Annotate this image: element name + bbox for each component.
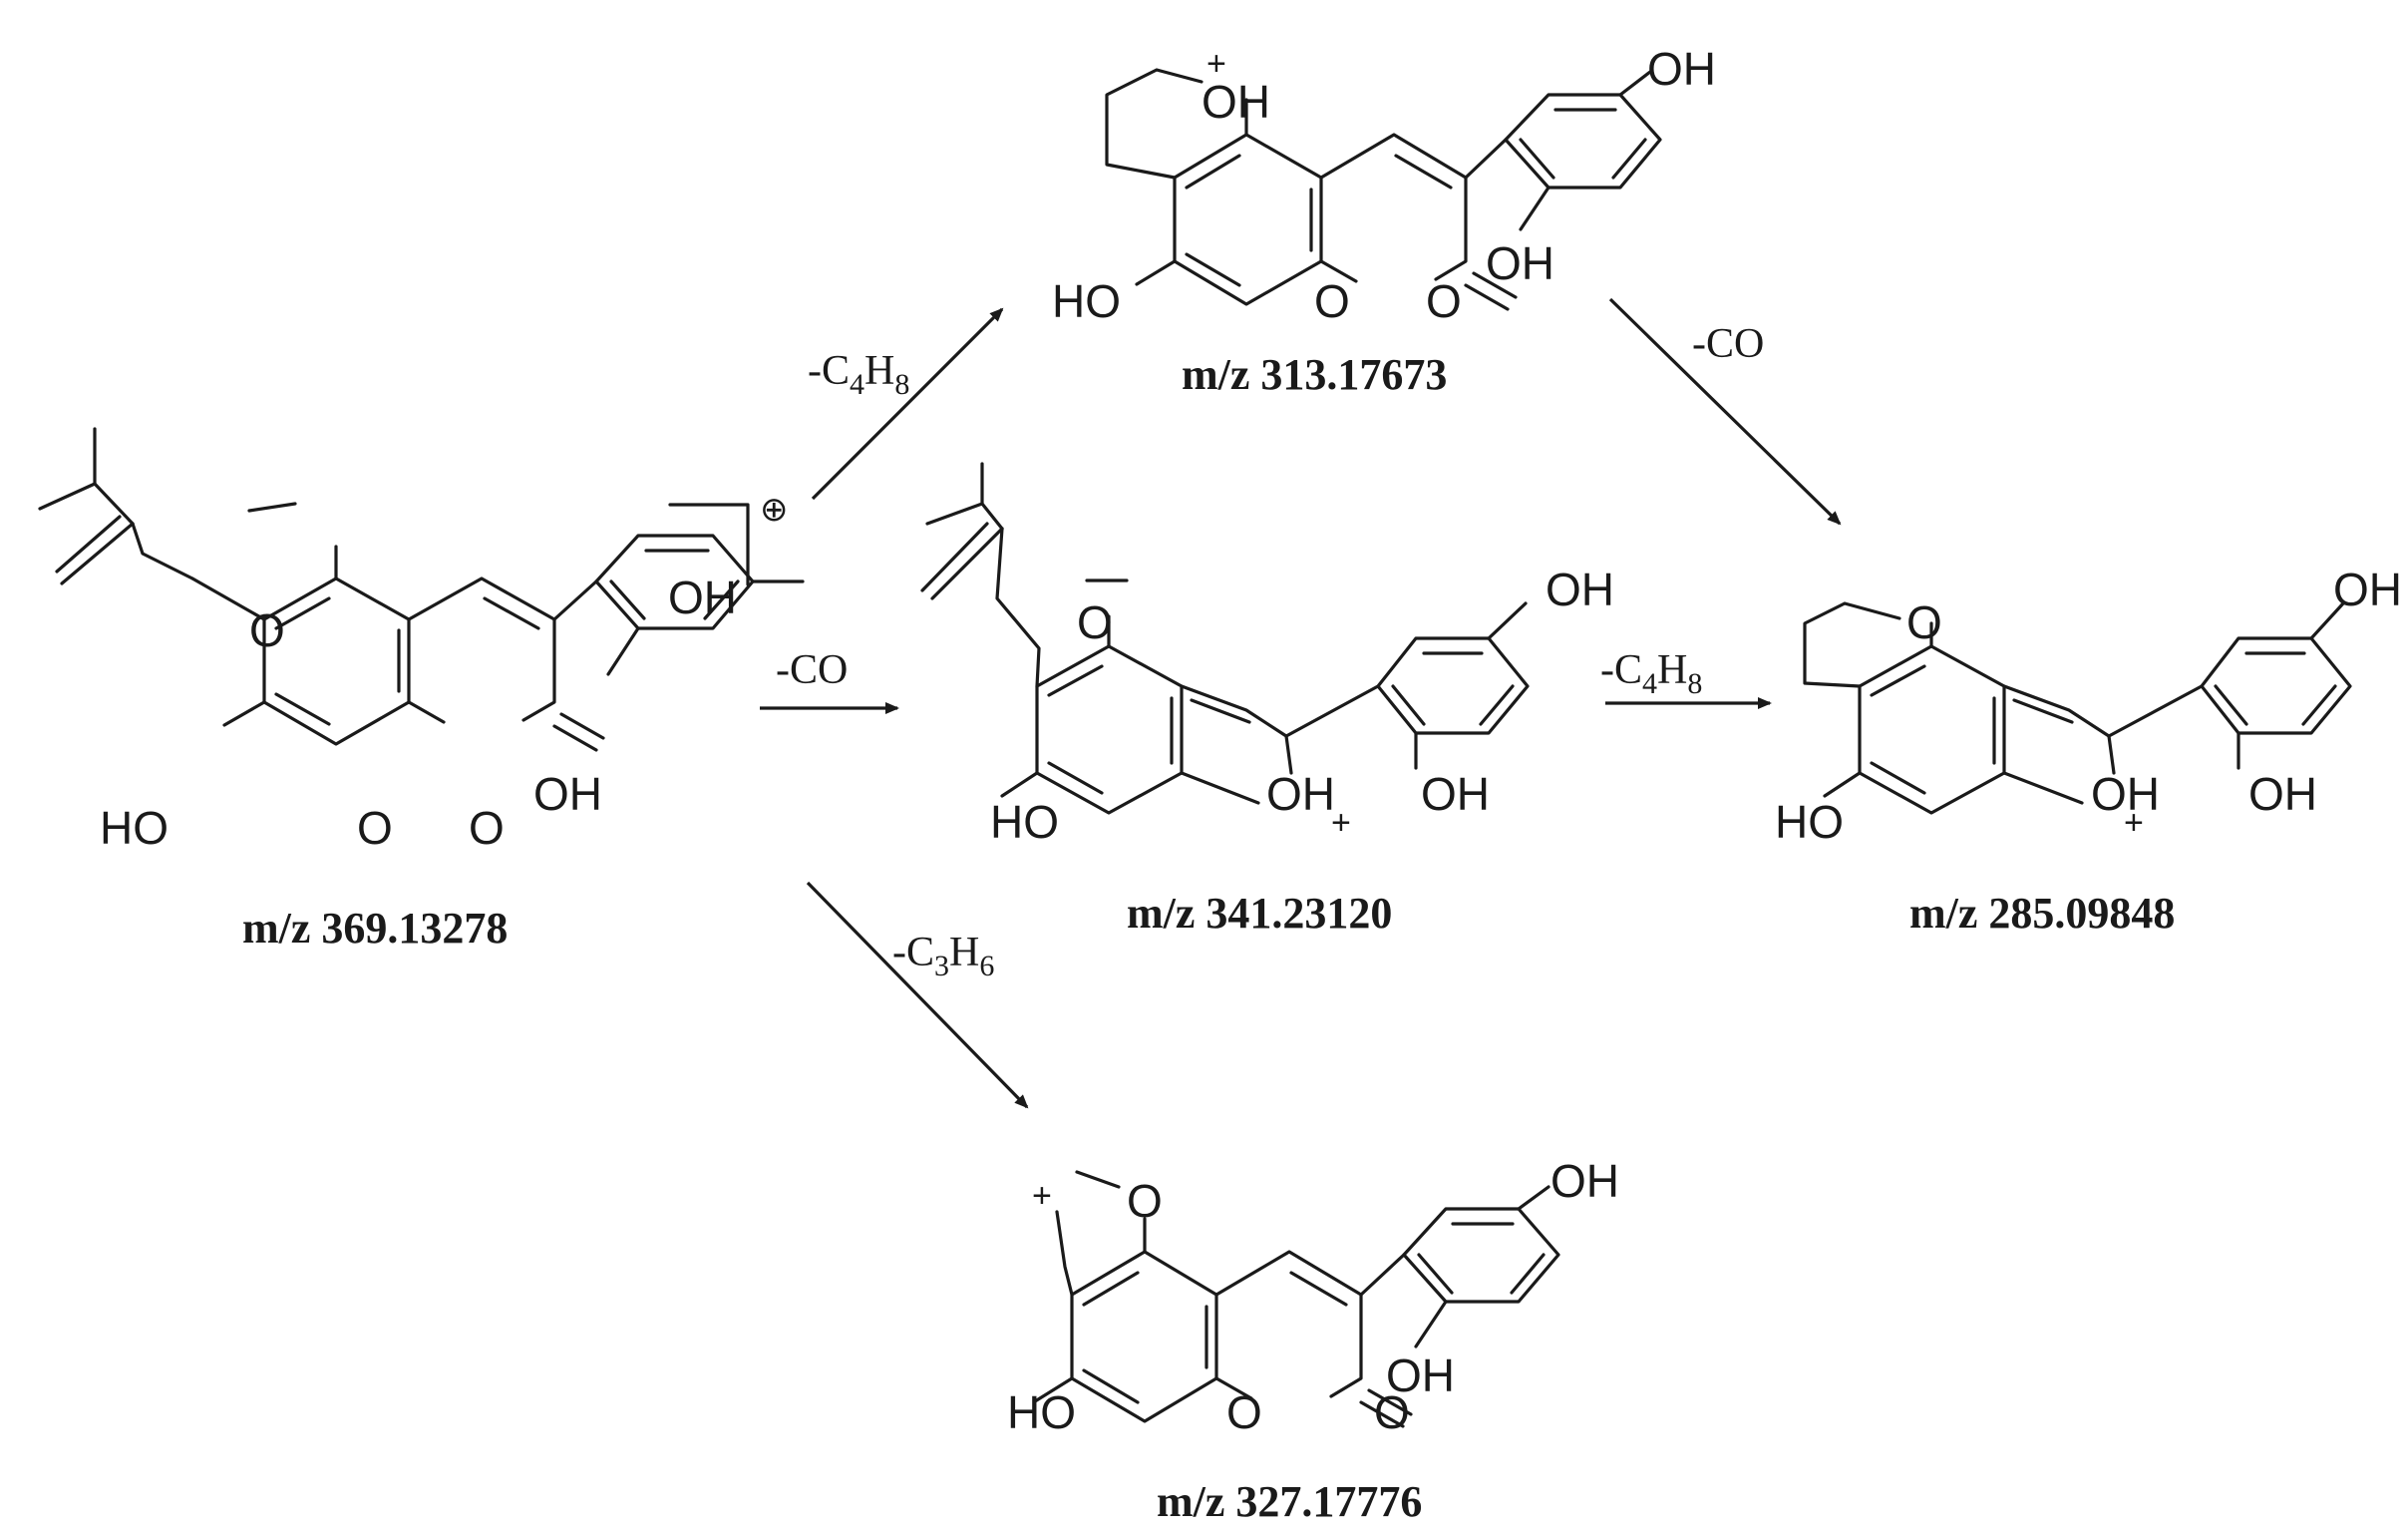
fragment-341-mz-label: m/z 341.23120 — [1127, 889, 1392, 938]
fragment-285-bonds — [1803, 601, 2352, 815]
arrow-to-313 — [811, 307, 1004, 501]
fragment-285-mz-label: m/z 285.09848 — [1909, 889, 2175, 938]
methoxy-oxygen-label: O — [1077, 596, 1113, 648]
fragment-313: OH + OH OH HO O O m/z 313.17673 — [1052, 43, 1716, 399]
hydroxyl-left-label: HO — [1052, 275, 1121, 327]
loss-c4h8-label-1: -C4H8 — [808, 348, 909, 401]
oxonium-charge: + — [1331, 804, 1351, 842]
carbonyl-oxygen-label: O — [469, 802, 505, 854]
parent-mz-label: m/z 369.13278 — [242, 904, 508, 953]
fragment-327: + O OH OH HO O O m/z 327.17776 — [1007, 1155, 1619, 1526]
fragment-327-bonds — [1033, 1170, 1560, 1428]
hydroxyl-left-label: HO — [1775, 796, 1844, 848]
oxonium-charge: + — [1206, 45, 1226, 83]
hydroxyl-ortho-label: OH — [1386, 1349, 1455, 1401]
hydroxyl-top-label: OH — [2333, 564, 2402, 615]
hydroxyl-top-label: OH — [1546, 564, 1614, 615]
hydroxyl-ortho-label: OH — [533, 768, 602, 820]
methoxy-oxygen-label: O — [249, 604, 285, 656]
fragment-327-mz-label: m/z 327.17776 — [1157, 1477, 1422, 1526]
carbonyl-oxygen-label: O — [1374, 1386, 1410, 1438]
fragment-313-bonds — [1105, 68, 1662, 311]
ring-oxygen-label: O — [357, 802, 393, 854]
hydroxyl-ortho-label: OH — [2248, 768, 2317, 820]
fragment-313-mz-label: m/z 313.17673 — [1182, 350, 1447, 399]
furan-oxygen-label: O — [1906, 596, 1942, 648]
loss-co-label-1: -CO — [776, 647, 848, 693]
fragment-341: O OH + OH OH HO m/z 341.23120 — [920, 462, 1614, 938]
hydroxyl-top-label: OH — [1647, 43, 1716, 95]
hydroxyl-left-label: HO — [990, 796, 1059, 848]
oxonium-label: OH — [1202, 76, 1270, 128]
carbonyl-oxygen-label: O — [1426, 275, 1462, 327]
parent-molecule: OH OH HO O O O m/z 369.13278 ⊕ — [38, 427, 805, 953]
oxonium-label: OH — [2091, 768, 2160, 820]
loss-c3h6-label: -C3H6 — [892, 930, 994, 982]
arrow-313-to-285 — [1608, 297, 1842, 526]
loss-c4h8-label-2: -C4H8 — [1600, 647, 1702, 700]
carbocation-charge: + — [1032, 1177, 1052, 1215]
fragment-285: O OH + OH OH HO m/z 285.09848 — [1775, 564, 2402, 938]
hydroxyl-left-label: HO — [100, 802, 169, 854]
oxonium-label: OH — [1266, 768, 1335, 820]
arrows — [760, 297, 1842, 1109]
hydroxyl-top-label: OH — [668, 572, 737, 623]
ring-oxygen-label: O — [1314, 275, 1350, 327]
oxonium-charge: + — [2124, 804, 2144, 842]
fragment-341-bonds — [920, 462, 1530, 815]
loss-co-label-2: -CO — [1692, 321, 1764, 367]
methoxy-oxygen-label: O — [1127, 1175, 1163, 1227]
ring-oxygen-label: O — [1226, 1386, 1262, 1438]
hydroxyl-ortho-label: OH — [1421, 768, 1490, 820]
parent-bonds — [38, 427, 805, 752]
hydroxyl-top-label: OH — [1550, 1155, 1619, 1207]
hydroxyl-ortho-label: OH — [1486, 237, 1554, 289]
arrow-to-327 — [806, 881, 1029, 1109]
hydroxyl-left-label: HO — [1007, 1386, 1076, 1438]
radical-cation-symbol: ⊕ — [760, 491, 789, 529]
